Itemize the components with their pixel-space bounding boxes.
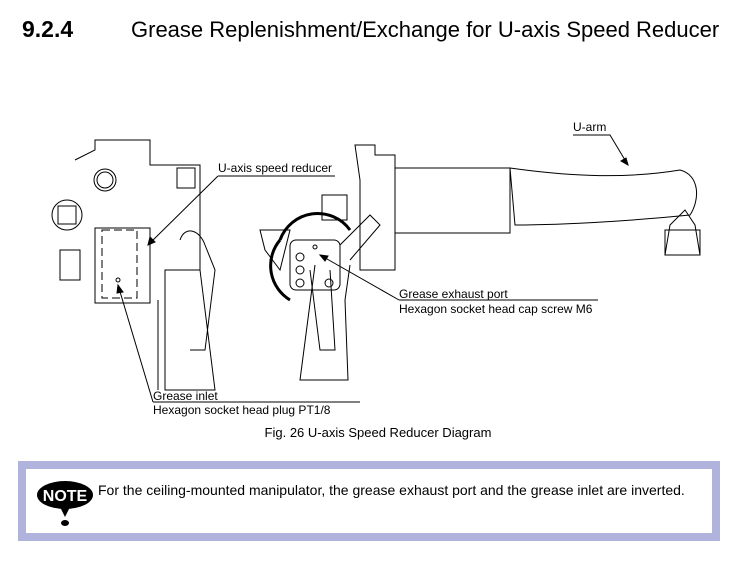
u-axis-reducer-diagram: [51, 134, 701, 403]
label-grease-inlet: Grease inlet: [153, 389, 218, 403]
note-box: NOTE For the ceiling-mounted manipulator…: [18, 461, 720, 541]
label-u-axis-speed-reducer: U-axis speed reducer: [218, 161, 333, 175]
label-grease-exhaust-port: Grease exhaust port: [399, 287, 508, 301]
section-number: 9.2.4: [22, 16, 74, 42]
label-inlet-plug: Hexagon socket head plug PT1/8: [153, 403, 331, 417]
front-view-robot: [259, 144, 701, 381]
section-title: Grease Replenishment/Exchange for U-axis…: [131, 17, 720, 42]
note-icon-text: NOTE: [43, 488, 88, 505]
figure-caption: Fig. 26 U-axis Speed Reducer Diagram: [264, 425, 492, 440]
side-view-robot: [51, 139, 216, 391]
note-icon: NOTE: [37, 481, 93, 526]
label-u-arm: U-arm: [573, 120, 607, 134]
leader-lines: [116, 134, 629, 403]
note-text: For the ceiling-mounted manipulator, the…: [98, 482, 685, 498]
label-exhaust-screw: Hexagon socket head cap screw M6: [399, 302, 593, 316]
